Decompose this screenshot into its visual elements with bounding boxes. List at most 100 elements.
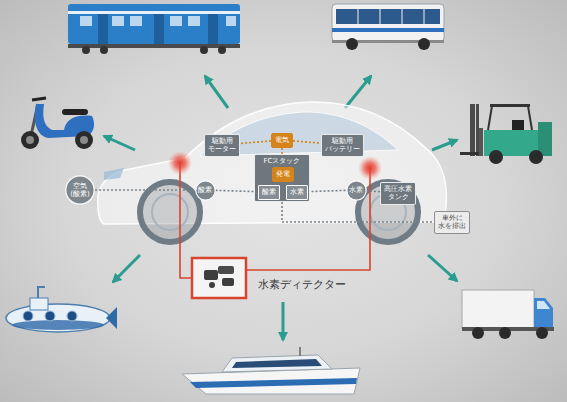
node-text: 水素 bbox=[349, 186, 363, 194]
train-illustration bbox=[226, 16, 236, 26]
radiating-arrows bbox=[282, 302, 285, 340]
train-illustration bbox=[188, 16, 200, 26]
sensor-glow bbox=[358, 156, 382, 180]
car-illustration bbox=[152, 194, 188, 230]
node-text: 酸素 bbox=[262, 188, 276, 196]
gas-port-box: 水素 bbox=[286, 185, 308, 200]
circle-outline bbox=[346, 180, 365, 199]
forklift-illustration bbox=[488, 106, 492, 130]
submarine-illustration bbox=[12, 320, 104, 330]
train-illustration bbox=[98, 14, 108, 44]
submarine-illustration bbox=[23, 311, 33, 321]
submarine-illustration bbox=[106, 307, 117, 329]
detector-icon bbox=[218, 266, 234, 274]
circle-outline bbox=[195, 180, 214, 199]
bus-illustration bbox=[418, 38, 430, 50]
submarine-illustration bbox=[6, 304, 110, 332]
node-text: 空気 (酸素) bbox=[70, 182, 89, 199]
flow-connector bbox=[366, 190, 380, 193]
node-text: 電気 bbox=[275, 136, 289, 144]
exhaust-box: 車外に 水を排出 bbox=[434, 211, 470, 234]
radiating-arrows bbox=[205, 76, 228, 108]
bus-illustration bbox=[336, 9, 440, 24]
component-box: 駆動用 バッテリー bbox=[321, 134, 364, 157]
bus-illustration bbox=[332, 4, 444, 50]
train-illustration bbox=[170, 16, 182, 26]
flow-circle: 水素 bbox=[346, 180, 367, 201]
train-illustration bbox=[68, 4, 240, 54]
forklift-illustration bbox=[512, 120, 524, 130]
submarine-illustration bbox=[30, 298, 48, 310]
car-illustration bbox=[104, 168, 124, 180]
bus-illustration bbox=[332, 4, 444, 42]
ferry-illustration bbox=[299, 347, 301, 356]
train-illustration bbox=[100, 46, 108, 54]
node-text: 水素 bbox=[290, 188, 304, 196]
forklift-illustration bbox=[460, 104, 552, 164]
forklift-illustration bbox=[489, 150, 503, 164]
radiating-arrows bbox=[428, 255, 457, 281]
train-illustration bbox=[130, 16, 142, 26]
power-tag: 電気 bbox=[271, 133, 293, 148]
train-illustration bbox=[82, 46, 90, 54]
train-illustration bbox=[208, 14, 218, 44]
train-illustration bbox=[80, 16, 92, 26]
flow-connector bbox=[240, 141, 271, 144]
scooter-illustration bbox=[21, 131, 39, 149]
node-text: 発電 bbox=[276, 170, 290, 178]
gas-port-box: 酸素 bbox=[258, 185, 280, 200]
ferry-illustration bbox=[222, 355, 332, 372]
sensor-glow bbox=[168, 151, 192, 175]
truck-illustration bbox=[534, 298, 553, 328]
car-illustration bbox=[140, 182, 200, 242]
radiating-arrows bbox=[432, 140, 457, 150]
flow-connector bbox=[215, 190, 258, 191]
fc-stack-box: FCスタック発電酸素 水素 bbox=[254, 154, 310, 202]
car-illustration bbox=[358, 182, 418, 242]
forklift-illustration bbox=[538, 122, 552, 156]
forklift-illustration bbox=[529, 150, 543, 164]
truck-illustration bbox=[537, 301, 550, 309]
node-text: FCスタック bbox=[264, 157, 301, 165]
ferry-illustration bbox=[232, 359, 322, 368]
ferry-illustration bbox=[190, 378, 357, 388]
train-illustration bbox=[218, 46, 226, 54]
train-illustration bbox=[68, 4, 240, 44]
train-illustration bbox=[68, 44, 240, 48]
car-illustration bbox=[200, 112, 398, 156]
detector-icon bbox=[222, 278, 234, 286]
submarine-illustration bbox=[38, 287, 45, 298]
part-label: 水素ディテクター bbox=[258, 278, 346, 291]
train-illustration bbox=[68, 11, 240, 14]
train-illustration bbox=[154, 14, 164, 44]
power-tag: 発電 bbox=[272, 167, 294, 182]
forklift-illustration bbox=[460, 152, 480, 155]
scooter-illustration bbox=[21, 98, 94, 149]
tank-box: 高圧水素 タンク bbox=[380, 182, 416, 205]
scooter-illustration bbox=[26, 136, 34, 144]
forklift-illustration bbox=[490, 104, 530, 107]
ferry-illustration bbox=[182, 368, 360, 394]
bus-illustration bbox=[346, 38, 358, 50]
bus-illustration bbox=[424, 9, 425, 24]
component-box: 駆動用 モーター bbox=[204, 134, 240, 157]
flow-circle: 酸素 bbox=[195, 180, 216, 201]
scooter-illustration bbox=[62, 109, 88, 115]
scooter-illustration bbox=[80, 136, 88, 144]
ferry-illustration bbox=[182, 347, 360, 394]
bus-illustration bbox=[332, 28, 444, 32]
truck-illustration bbox=[462, 290, 534, 328]
train-illustration bbox=[112, 16, 124, 26]
node-text: 酸素 bbox=[198, 186, 212, 194]
forklift-illustration bbox=[476, 104, 479, 156]
truck-illustration bbox=[472, 327, 484, 339]
node-text: 駆動用 モーター bbox=[208, 137, 236, 154]
detector-wiring bbox=[180, 165, 192, 278]
truck-illustration bbox=[536, 327, 548, 339]
detector-icon bbox=[192, 258, 246, 298]
truck-illustration bbox=[499, 327, 511, 339]
flow-connector bbox=[308, 190, 346, 191]
submarine-illustration bbox=[6, 287, 117, 332]
